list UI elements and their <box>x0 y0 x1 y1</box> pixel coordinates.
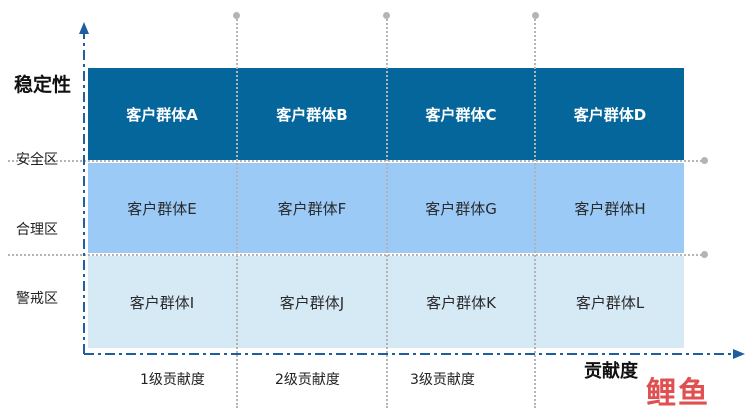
cell-group-a: 客户群体A <box>88 68 236 160</box>
cell-group-g: 客户群体G <box>388 163 534 253</box>
cell-group-h: 客户群体H <box>536 163 684 253</box>
horizontal-end-dot-2 <box>701 251 708 258</box>
cell-group-k: 客户群体K <box>388 256 534 348</box>
horizontal-end-dot-1 <box>701 157 708 164</box>
cell-group-j: 客户群体J <box>238 256 386 348</box>
zone-label-safe: 安全区 <box>16 152 58 168</box>
vertical-divider-2 <box>386 16 388 408</box>
cell-group-b: 客户群体B <box>238 68 386 160</box>
vertical-divider-3 <box>534 16 536 408</box>
vertical-divider-1 <box>236 16 238 408</box>
cell-group-c: 客户群体C <box>388 68 534 160</box>
cell-group-d: 客户群体D <box>536 68 684 160</box>
level-label-1: 1级贡献度 <box>140 372 205 388</box>
x-axis-arrow <box>733 349 745 359</box>
horizontal-divider-2 <box>8 254 706 256</box>
x-axis-title: 贡献度 <box>584 361 638 382</box>
y-axis-arrow <box>79 22 89 34</box>
divider-end-dot-1 <box>233 12 240 19</box>
divider-end-dot-3 <box>532 12 539 19</box>
zone-label-warning: 警戒区 <box>16 291 58 307</box>
cell-group-f: 客户群体F <box>238 163 386 253</box>
y-axis-title: 稳定性 <box>14 74 72 96</box>
horizontal-divider-1 <box>8 160 706 162</box>
cell-group-l: 客户群体L <box>536 256 684 348</box>
divider-end-dot-2 <box>383 12 390 19</box>
level-label-2: 2级贡献度 <box>275 372 340 388</box>
zone-label-reasonable: 合理区 <box>16 222 58 238</box>
level-label-3: 3级贡献度 <box>410 372 475 388</box>
cell-group-i: 客户群体I <box>88 256 236 348</box>
cell-group-e: 客户群体E <box>88 163 236 253</box>
watermark-logo: 鲤鱼 <box>646 376 710 411</box>
